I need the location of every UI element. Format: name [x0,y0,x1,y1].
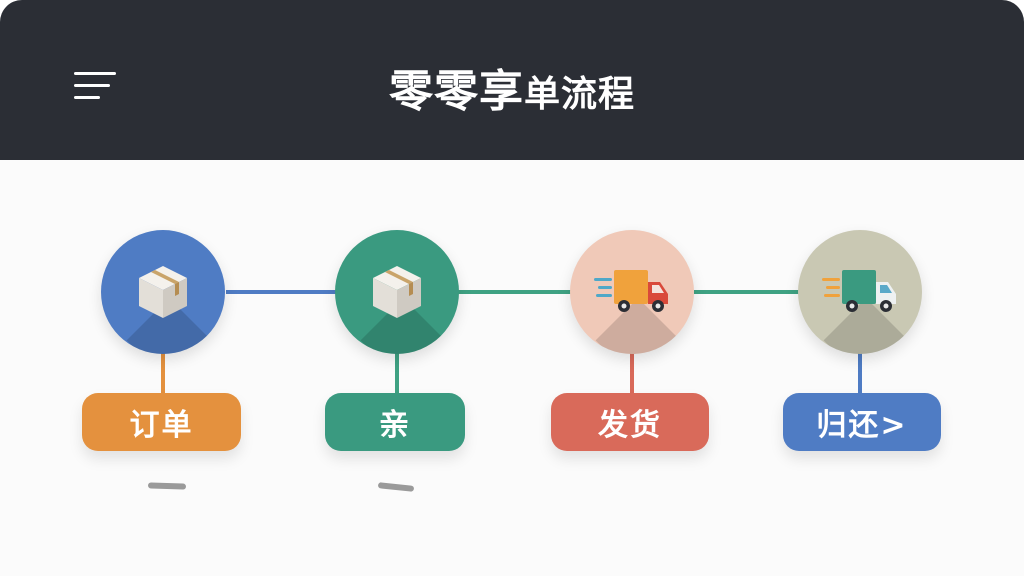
step-ship-button[interactable]: 发货 [551,393,709,451]
placeholder-dash [147,482,187,490]
hamburger-menu-icon[interactable] [74,70,118,102]
page-title: 零零享单流程 [0,55,1024,119]
process-flow: 订单 亲 发货 归还> [0,160,1024,576]
stem-3 [630,350,634,395]
connector-line-3 [694,290,802,294]
step-order-circle[interactable] [101,230,225,354]
stem-2 [395,350,399,395]
connector-line-1 [226,290,338,294]
page-title-sub: 单流程 [523,74,635,115]
step-pack-button[interactable]: 亲 [325,393,465,451]
step-return-button[interactable]: 归还> [783,393,941,451]
stem-1 [161,350,165,395]
step-pack-circle[interactable] [335,230,459,354]
app-header: 零零享单流程 [0,0,1024,160]
connector-line-2 [458,290,576,294]
step-return-circle[interactable] [798,230,922,354]
delivery-truck-icon [594,270,668,312]
page-title-main: 零零享 [388,66,524,117]
placeholder-dash [377,482,415,492]
stem-4 [858,350,862,395]
step-order-button[interactable]: 订单 [82,393,241,451]
package-box-icon [373,266,421,318]
step-ship-circle[interactable] [570,230,694,354]
package-box-icon [139,266,187,318]
delivery-truck-icon [822,270,896,312]
